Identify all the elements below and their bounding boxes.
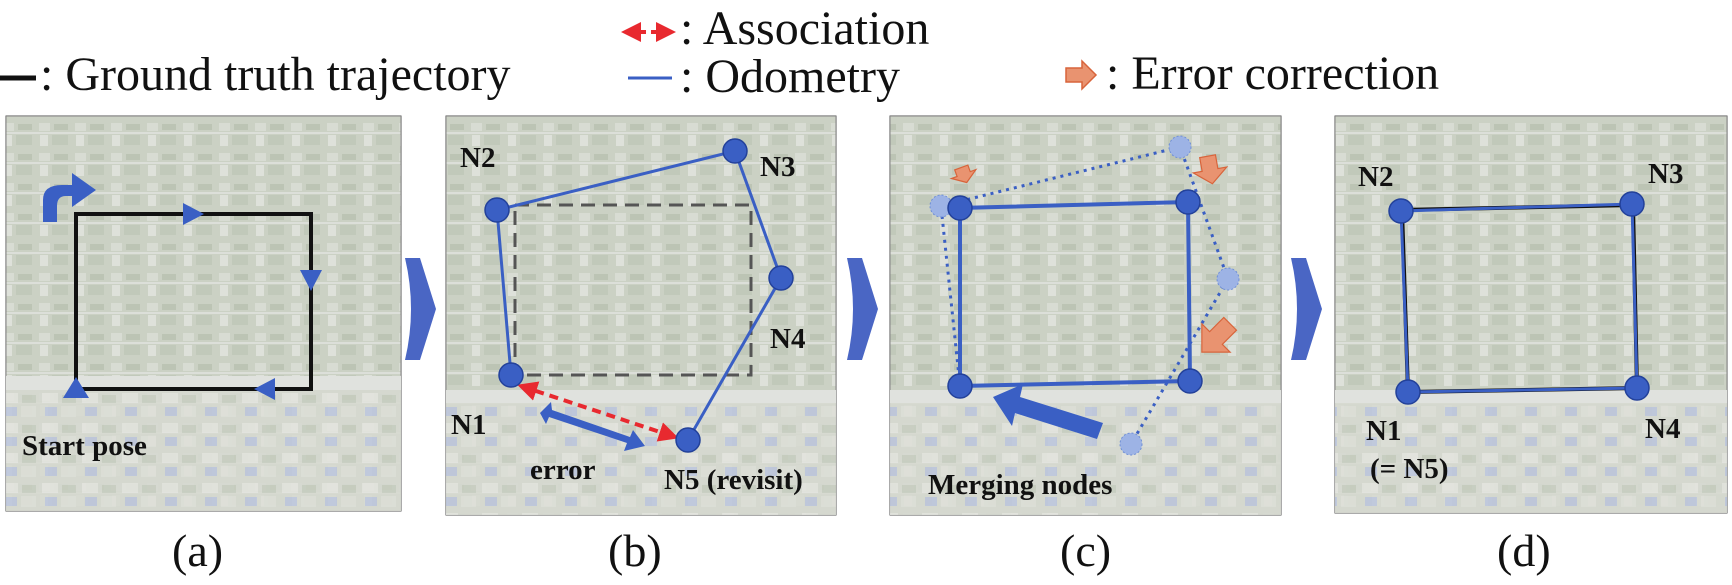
error-correction-legend-text: : Error correction [1106, 47, 1439, 100]
label-n5: N5 (revisit) [664, 464, 803, 496]
error-correction-arrow [949, 164, 978, 184]
label-n1: N1 [451, 409, 486, 441]
orange-arrow-icon [1065, 59, 1098, 91]
merging-arrow [993, 384, 1103, 439]
label-n1: N1 [1366, 415, 1401, 447]
label-error: error [530, 454, 596, 486]
corrected-node [1175, 189, 1201, 215]
odometry-before-dotted [939, 145, 1230, 445]
label-n3: N3 [760, 151, 795, 183]
association-legend-text: : Association [680, 2, 929, 55]
label-n2: N2 [1358, 161, 1393, 193]
node-n2 [484, 197, 510, 223]
legend: : Ground truth trajectory : Association … [0, 2, 1439, 103]
ground-truth-dashed-box [513, 203, 753, 377]
odometry-legend-text: : Odometry [680, 50, 900, 103]
direction-arrow-top [183, 203, 204, 225]
panel-b: N2 N3 N4 N1 error N5 (revisit) (b) [445, 115, 837, 576]
direction-arrow-bottom [254, 378, 275, 400]
blue-chevron-arrow-icon-3 [1291, 258, 1322, 360]
node-n1 [498, 362, 524, 388]
blue-chevron-arrow-icon [405, 258, 436, 360]
caption-c: (c) [1060, 525, 1111, 576]
corrected-node [947, 195, 973, 221]
association-line [517, 381, 679, 442]
merging-nodes-label: Merging nodes [928, 469, 1112, 501]
node-n5 [675, 427, 701, 453]
node-n3 [722, 138, 748, 164]
start-pose-label: Start pose [22, 430, 147, 462]
ground-truth-trajectory [74, 212, 313, 391]
ground-truth-legend-text: : Ground truth trajectory [40, 48, 511, 101]
faded-node [1119, 432, 1143, 456]
corrected-node [1177, 368, 1203, 394]
label-n1-equals-n5: (= N5) [1370, 453, 1449, 485]
node-n1 [1395, 379, 1421, 405]
blue-chevron-arrow-icon-2 [847, 258, 878, 360]
label-n2: N2 [460, 142, 495, 174]
faded-node [1216, 267, 1240, 291]
start-arrow-head [63, 377, 89, 398]
error-correction-arrow [1201, 316, 1238, 353]
node-n3 [1619, 191, 1645, 217]
panel-d: N2 N3 N1 (= N5) N4 (d) [1334, 115, 1728, 576]
node-n4 [1624, 375, 1650, 401]
label-n4: N4 [1645, 413, 1680, 445]
label-n4: N4 [770, 323, 805, 355]
panel-a: Start pose (a) [5, 115, 402, 576]
corrected-node [947, 373, 973, 399]
error-double-arrow [540, 402, 645, 451]
caption-d: (d) [1497, 525, 1551, 576]
caption-a: (a) [172, 525, 223, 576]
caption-b: (b) [608, 525, 662, 576]
label-n3: N3 [1648, 158, 1683, 190]
direction-arrow-right [300, 270, 322, 291]
panel-c: Merging nodes (c) [889, 115, 1282, 576]
faded-node [1168, 135, 1192, 159]
error-correction-arrow [1191, 154, 1229, 185]
blue-curved-arrow-icon [43, 173, 96, 222]
node-n2 [1388, 198, 1414, 224]
node-n4 [768, 265, 794, 291]
